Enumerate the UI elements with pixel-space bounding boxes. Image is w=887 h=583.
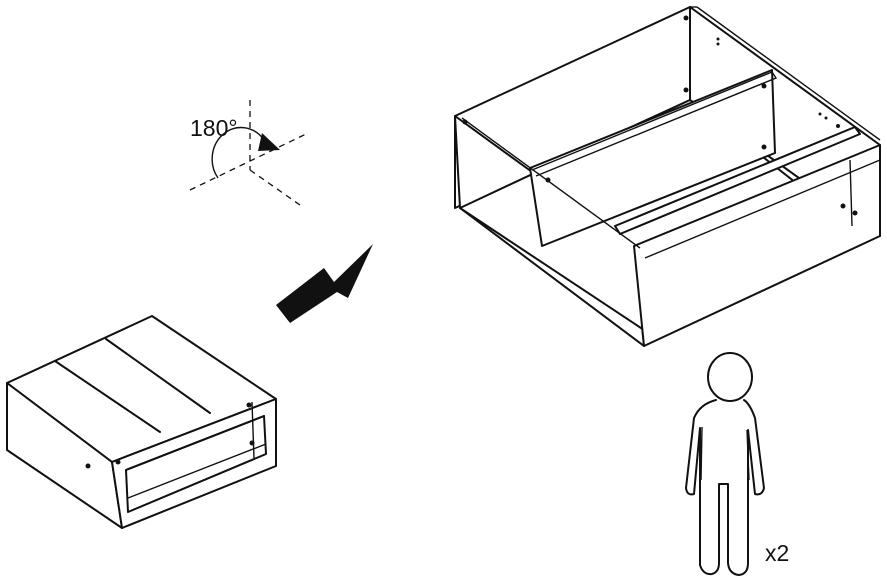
dowel-hole bbox=[545, 177, 551, 183]
dowel-hole bbox=[836, 124, 840, 128]
person-icon: x2 bbox=[685, 352, 789, 576]
person-body bbox=[685, 399, 765, 576]
dowel-hole bbox=[716, 42, 720, 46]
depth-axis-line bbox=[249, 169, 301, 206]
dowel-hole bbox=[462, 119, 468, 125]
dowel-hole bbox=[85, 463, 91, 469]
front-panel-inner-edge bbox=[849, 159, 853, 227]
left-side-thickness bbox=[461, 117, 641, 249]
inner-side-edge bbox=[251, 401, 255, 459]
dowel-hole bbox=[115, 459, 121, 465]
dowel-hole bbox=[246, 402, 252, 408]
inner-back-edge bbox=[127, 443, 267, 499]
dowel-hole bbox=[824, 116, 828, 120]
cabinet-before-rotation bbox=[6, 315, 277, 529]
dowel-hole bbox=[249, 440, 255, 446]
dowel-hole bbox=[761, 83, 767, 89]
cabinet-divider-panel bbox=[529, 69, 776, 247]
person-arm-seam-right bbox=[746, 429, 750, 481]
dowel-hole bbox=[761, 144, 767, 150]
dowel-hole bbox=[852, 210, 858, 216]
cabinet-after-rotation bbox=[454, 6, 881, 347]
dowel-hole bbox=[818, 112, 822, 116]
dowel-hole bbox=[716, 37, 720, 41]
cabinet-front-panel bbox=[633, 144, 881, 347]
inner-top-edge bbox=[125, 415, 265, 471]
dowel-hole bbox=[840, 203, 846, 209]
person-count-label: x2 bbox=[765, 540, 789, 566]
panel-seam-2 bbox=[105, 338, 211, 414]
person-head bbox=[707, 352, 753, 402]
front-panel-top-edge bbox=[644, 159, 881, 259]
dowel-hole bbox=[683, 15, 689, 21]
panel-seam-1 bbox=[54, 360, 161, 433]
back-thickness bbox=[696, 6, 881, 141]
person-arm-seam-left bbox=[700, 426, 703, 481]
divider-rail bbox=[531, 71, 778, 177]
rotation-arc bbox=[211, 126, 265, 179]
horizontal-axis-line bbox=[189, 133, 307, 191]
direction-arrow-icon bbox=[276, 244, 373, 323]
rotation-angle-label: 180° bbox=[190, 115, 238, 141]
rotation-indicator: 180° bbox=[189, 100, 307, 206]
dowel-hole bbox=[683, 87, 689, 93]
rotation-arrowhead-icon bbox=[258, 133, 280, 151]
